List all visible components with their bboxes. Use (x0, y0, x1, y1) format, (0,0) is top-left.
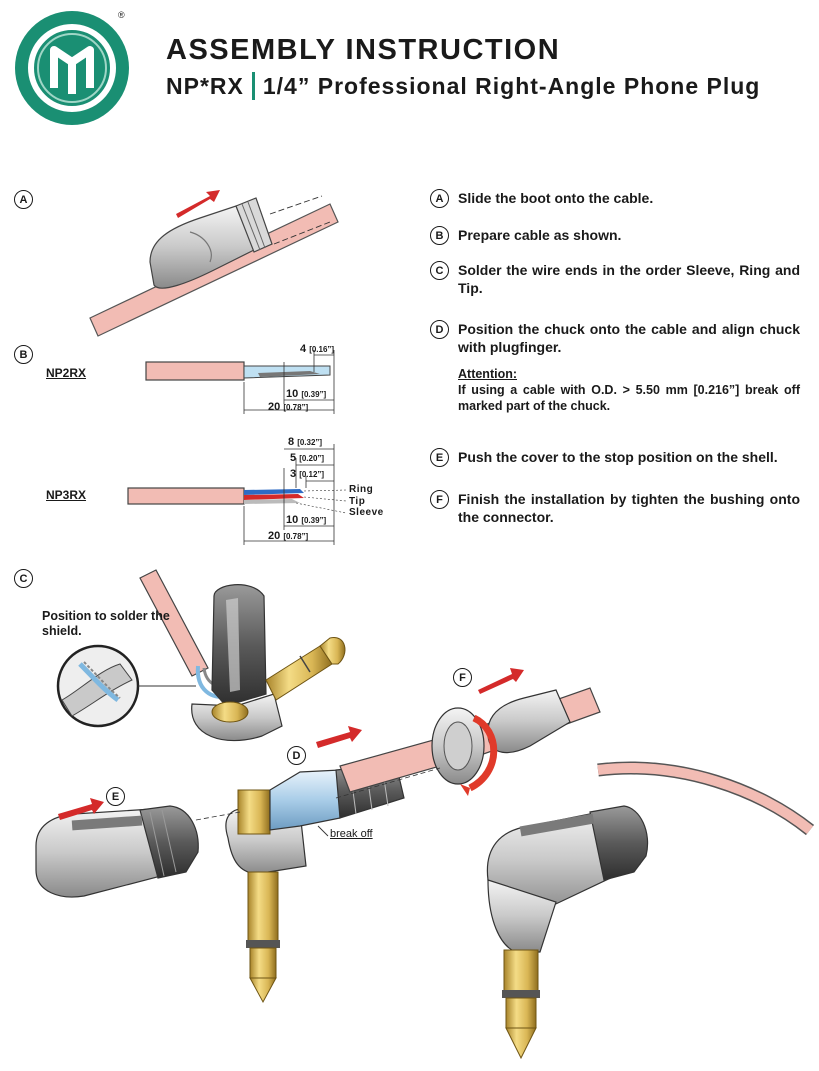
np2rx-dim-10: 10 [0.39”] (286, 388, 327, 400)
step-f-text: Finish the installation by tighten the b… (458, 491, 800, 525)
step-a-letter: A (430, 189, 449, 208)
figure-a-label: A (14, 190, 33, 209)
step-c-letter: C (430, 261, 449, 280)
step-c-text: Solder the wire ends in the order Sleeve… (458, 262, 800, 296)
np2rx-dim-20: 20 [0.78”] (268, 401, 309, 413)
step-e: E Push the cover to the stop position on… (430, 448, 800, 467)
wire-label-ring: Ring (349, 484, 374, 495)
model-code: NP*RX (166, 72, 244, 99)
figure-e-label: E (106, 787, 125, 806)
attention-heading: Attention: (458, 367, 518, 381)
registered-mark: ® (118, 10, 125, 20)
step-b: B Prepare cable as shown. (430, 226, 800, 245)
neutrik-logo (14, 10, 130, 126)
green-separator (251, 72, 255, 100)
step-c: C Solder the wire ends in the order Slee… (430, 261, 800, 297)
attention-text: If using a cable with O.D. > 5.50 mm [0.… (458, 383, 800, 413)
figure-f-bushing (335, 668, 601, 799)
figure-b-np2rx-cable (145, 350, 335, 414)
step-b-text: Prepare cable as shown. (458, 227, 622, 243)
step-e-letter: E (430, 448, 449, 467)
figure-e-cover (35, 798, 241, 898)
figure-f-label: F (453, 668, 472, 687)
figure-c-label: C (14, 569, 33, 588)
np3rx-dim-3: 3 [0.12”] (290, 468, 325, 480)
figure-c-soldering (56, 569, 346, 742)
step-e-text: Push the cover to the stop position on t… (458, 449, 778, 465)
page-subtitle: NP*RX 1/4” Professional Right-Angle Phon… (166, 72, 760, 100)
step-f: F Finish the installation by tighten the… (430, 490, 800, 526)
product-description: 1/4” Professional Right-Angle Phone Plug (262, 72, 761, 99)
np3rx-dim-8: 8 [0.32”] (288, 436, 323, 448)
step-f-letter: F (430, 490, 449, 509)
figure-b-np3rx-cable (127, 444, 347, 545)
np3rx-dim-5: 5 [0.20”] (290, 452, 325, 464)
page-title: ASSEMBLY INSTRUCTION (166, 34, 561, 66)
step-d-letter: D (430, 320, 449, 339)
np2rx-model-label: NP2RX (46, 366, 87, 380)
step-a-text: Slide the boot onto the cable. (458, 190, 654, 206)
break-off-label: break off (330, 828, 373, 840)
figure-a-boot (89, 190, 339, 337)
attention-note: Attention: If using a cable with O.D. > … (458, 366, 800, 414)
step-b-letter: B (430, 226, 449, 245)
np3rx-model-label: NP3RX (46, 488, 87, 502)
wire-label-tip: Tip (349, 496, 366, 507)
step-d-text: Position the chuck onto the cable and al… (458, 321, 800, 355)
np2rx-dim-4: 4 [0.16”] (300, 343, 335, 355)
figure-b-label: B (14, 345, 33, 364)
figure-assembled-plug (486, 761, 815, 1060)
wire-label-sleeve: Sleeve (349, 507, 384, 518)
np3rx-dim-10: 10 [0.39”] (286, 514, 327, 526)
figure-d-chuck (225, 715, 531, 1004)
step-a: A Slide the boot onto the cable. (430, 189, 800, 208)
np3rx-dim-20: 20 [0.78”] (268, 530, 309, 542)
solder-shield-note: Position to solder the shield. (42, 609, 170, 638)
figure-d-label: D (287, 746, 306, 765)
step-d: D Position the chuck onto the cable and … (430, 320, 800, 356)
